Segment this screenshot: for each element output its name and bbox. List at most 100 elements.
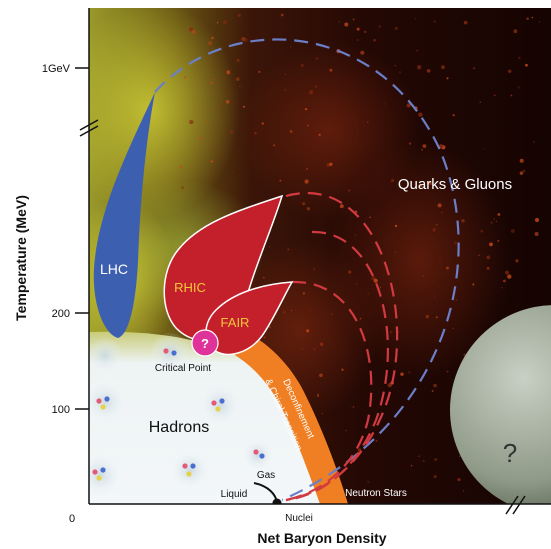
qgp-speckle xyxy=(462,490,465,492)
qgp-speckle xyxy=(319,342,324,346)
qgp-speckle xyxy=(457,478,461,482)
qgp-speckle xyxy=(446,266,449,270)
qgp-speckle xyxy=(189,120,194,125)
rhic-label: RHIC xyxy=(174,280,206,295)
critical-point-marker xyxy=(191,329,219,357)
qgp-speckle xyxy=(538,21,541,23)
qgp-speckle xyxy=(279,179,282,182)
qgp-speckle xyxy=(329,68,333,72)
x-axis-break xyxy=(505,495,526,515)
plot-background xyxy=(89,8,551,504)
qgp-speckle xyxy=(498,179,501,182)
qgp-speckle xyxy=(184,76,187,79)
qgp-speckle xyxy=(534,217,540,223)
qgp-speckle xyxy=(237,13,241,17)
qgp-speckle xyxy=(463,353,466,356)
qgp-speckle xyxy=(268,326,271,328)
qgp-speckle xyxy=(510,229,515,233)
qgp-speckle xyxy=(317,393,319,396)
qgp-speckle xyxy=(345,429,347,432)
qgp-speckle xyxy=(232,172,234,174)
nuclei-label: Nuclei xyxy=(285,513,313,524)
qgp-speckle xyxy=(229,92,231,95)
qgp-speckle xyxy=(261,122,265,125)
qgp-speckle xyxy=(480,230,484,233)
fair-label: FAIR xyxy=(221,315,250,330)
qgp-speckle xyxy=(522,169,526,173)
qgp-speckle xyxy=(210,160,214,163)
qgp-speckle xyxy=(339,204,344,209)
qgp-speckle xyxy=(306,168,308,170)
qgp-speckle xyxy=(507,69,512,74)
neutron-stars-label: Neutron Stars xyxy=(345,488,407,499)
qgp-speckle xyxy=(452,327,455,330)
qgp-speckle xyxy=(191,29,196,35)
qgp-speckle xyxy=(533,141,535,143)
qgp-speckle xyxy=(490,221,493,224)
y-tick-100: 100 xyxy=(52,404,70,416)
qgp-speckle xyxy=(398,71,402,74)
qgp-speckle xyxy=(513,29,518,34)
qgp-speckle xyxy=(180,186,185,190)
qgp-speckle xyxy=(348,189,351,192)
transition-band xyxy=(222,328,348,504)
y-tick-200: 200 xyxy=(52,308,70,320)
qgp-speckle xyxy=(431,389,434,392)
y-axis-title: Temperature (MeV) xyxy=(13,195,29,321)
qgp-speckle xyxy=(408,371,411,374)
qgp-speckle xyxy=(355,283,358,285)
qgp-speckle xyxy=(287,248,290,251)
qgp-speckle xyxy=(302,202,306,206)
rhic-region xyxy=(163,194,284,341)
qgp-speckle xyxy=(390,178,395,183)
qgp-label: Quarks & Gluons xyxy=(398,176,512,193)
qgp-speckle xyxy=(497,213,501,216)
lhc-trajectory xyxy=(154,38,460,502)
qgp-speckle xyxy=(486,266,490,270)
qgp-speckle xyxy=(394,65,397,67)
qgp-speckle xyxy=(301,348,304,350)
qgp-speckle xyxy=(417,65,422,70)
qgp-speckle xyxy=(204,120,207,123)
qgp-speckle xyxy=(505,270,509,275)
qgp-speckle xyxy=(348,270,352,274)
qgp-speckle xyxy=(435,223,438,226)
y-axis-break xyxy=(79,119,99,137)
qgp-speckle xyxy=(313,347,316,351)
qgp-speckle xyxy=(304,107,308,111)
qgp-speckle xyxy=(495,220,498,223)
qgp-speckle xyxy=(352,18,355,21)
qgp-speckle xyxy=(408,142,412,145)
lhc-region xyxy=(93,92,155,338)
qgp-speckle xyxy=(446,370,449,373)
qgp-speckle xyxy=(519,171,524,175)
qgp-speckle xyxy=(432,228,436,232)
qgp-speckle xyxy=(318,133,321,136)
qgp-speckle xyxy=(315,56,319,60)
qgp-speckle xyxy=(199,136,202,140)
qgp-speckle xyxy=(433,475,437,479)
qgp-speckle xyxy=(463,20,468,25)
qgp-speckle xyxy=(416,50,418,52)
unknown-region-label: ? xyxy=(503,438,517,468)
qgp-speckle xyxy=(479,101,482,103)
unknown-region xyxy=(450,305,551,504)
critical-point-question: ? xyxy=(201,336,209,351)
gas-label: Gas xyxy=(257,470,275,481)
qgp-speckle xyxy=(230,130,234,134)
qgp-speckle xyxy=(472,283,475,286)
qgp-speckle xyxy=(309,90,314,95)
qgp-speckle xyxy=(315,85,318,88)
qgp-speckle xyxy=(222,20,227,25)
qgp-speckle xyxy=(435,316,438,319)
x-axis-title: Net Baryon Density xyxy=(257,530,386,546)
qgp-speckle xyxy=(356,38,359,42)
qgp-speckle xyxy=(419,184,423,187)
critical-point-label: Critical Point xyxy=(155,363,211,374)
qgp-speckle xyxy=(421,148,423,151)
qgp-speckle xyxy=(517,86,520,89)
qgp-speckle xyxy=(519,158,524,163)
qgp-speckle xyxy=(526,17,529,20)
qgp-speckle xyxy=(241,36,246,42)
